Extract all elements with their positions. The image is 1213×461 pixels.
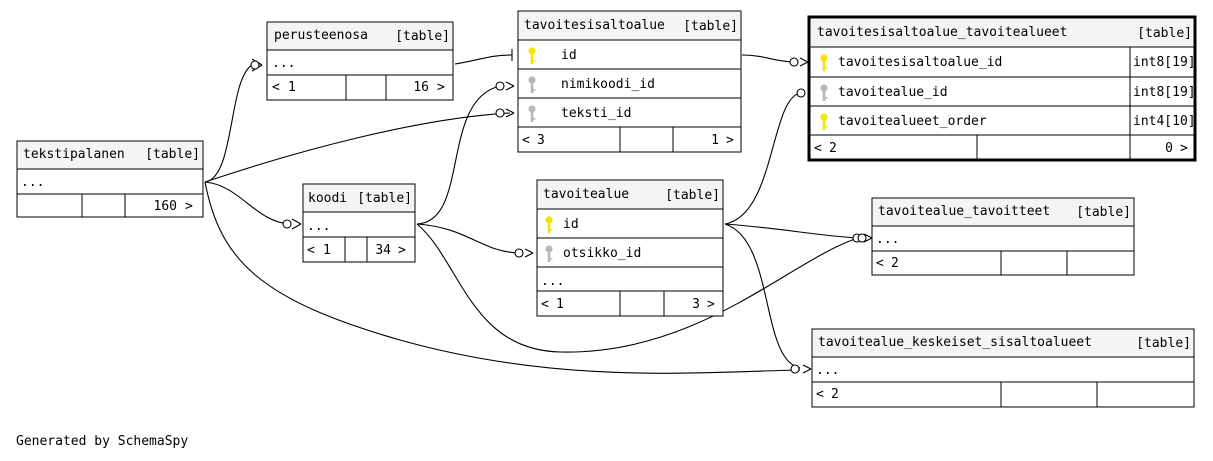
- optional-marker-tst-2: [796, 88, 806, 98]
- pager-prev[interactable]: <: [816, 387, 824, 402]
- pager-next[interactable]: >: [707, 297, 715, 312]
- table-tekstipalanen[interactable]: tekstipalanen [table] ... 160 >: [16, 140, 204, 218]
- row-count: 0: [1165, 141, 1173, 156]
- column-name: id: [563, 217, 579, 232]
- table-name: perusteenosa: [274, 28, 368, 43]
- pager-prev[interactable]: <: [814, 141, 822, 156]
- optional-marker-koodi: [282, 219, 292, 229]
- column-count: 2: [831, 387, 839, 402]
- row-count: 3: [692, 297, 700, 312]
- column-count: 2: [829, 141, 837, 156]
- table-tag: [table]: [1076, 205, 1131, 220]
- table-name: koodi: [308, 191, 347, 206]
- column-count: 1: [288, 80, 296, 95]
- table-tag: [table]: [1136, 336, 1191, 351]
- table-tag: [table]: [683, 19, 738, 34]
- optional-marker-keskeiset: [790, 364, 800, 374]
- column-type: int4[10]: [1133, 114, 1196, 129]
- edge-tavoitealue-tavoitteet: [724, 223, 859, 239]
- table-tavoitealue[interactable]: tavoitealue [table] id otsikko_id ... < …: [536, 179, 724, 317]
- column-name: teksti_id: [561, 106, 631, 121]
- table-tag: [table]: [357, 191, 412, 206]
- pager-prev[interactable]: <: [876, 256, 884, 271]
- column-name: ...: [21, 175, 44, 190]
- column-name: tavoitealueet_order: [838, 114, 987, 129]
- generated-by-footer: Generated by SchemaSpy: [16, 434, 189, 449]
- pager-prev[interactable]: <: [522, 133, 530, 148]
- table-tavoitesisaltoalue-tavoitealueet[interactable]: tavoitesisaltoalue_tavoitealueet [table]…: [807, 15, 1197, 162]
- row-count: 160: [154, 199, 177, 214]
- optional-marker-teksti: [495, 108, 505, 118]
- edge-perusteenosa-tavoitesisaltoalue: [454, 54, 513, 65]
- table-name: tavoitesisaltoalue: [524, 18, 665, 33]
- pager-prev[interactable]: <: [272, 80, 280, 95]
- table-name: tavoitealue_keskeiset_sisaltoalueet: [818, 335, 1092, 350]
- column-name: tavoitealue_id: [838, 85, 948, 100]
- table-tavoitesisaltoalue[interactable]: tavoitesisaltoalue [table] id nimikoodi_…: [517, 10, 742, 153]
- column-count: 1: [556, 297, 564, 312]
- table-name: tavoitealue: [543, 187, 629, 202]
- column-name: ...: [876, 232, 899, 247]
- column-count: 3: [537, 133, 545, 148]
- edge-koodi-tavoitteet: [416, 223, 859, 353]
- column-name: ...: [272, 56, 295, 71]
- column-count: 2: [891, 256, 899, 271]
- column-type: int8[19]: [1133, 55, 1196, 70]
- column-name: tavoitesisaltoalue_id: [838, 55, 1002, 70]
- edge-tekstipalanen-perusteenosa: [204, 64, 253, 183]
- pager-next[interactable]: >: [1180, 141, 1188, 156]
- pager-next[interactable]: >: [185, 199, 193, 214]
- column-name: ...: [816, 363, 839, 378]
- table-name: tavoitesisaltoalue_tavoitealueet: [817, 25, 1067, 40]
- table-tag: [table]: [665, 188, 720, 203]
- edge-tekstipalanen-teksti: [204, 112, 511, 183]
- edge-tekstipalanen-koodi: [204, 181, 291, 225]
- row-count: 34: [375, 243, 391, 258]
- column-name: ...: [541, 274, 564, 289]
- pager-next[interactable]: >: [437, 80, 445, 95]
- table-tavoitealue-tavoitteet[interactable]: tavoitealue_tavoitteet [table] ... < 2: [871, 197, 1135, 276]
- table-name: tekstipalanen: [23, 147, 125, 162]
- table-tavoitealue-keskeiset-sisaltoalueet[interactable]: tavoitealue_keskeiset_sisaltoalueet [tab…: [811, 328, 1195, 408]
- optional-marker-perusteenosa: [250, 60, 260, 70]
- edge-koodi-otsikko: [416, 223, 521, 254]
- pager-prev[interactable]: <: [541, 297, 549, 312]
- optional-marker-tst-1: [789, 57, 799, 67]
- table-koodi[interactable]: koodi [table] ... < 1 34 >: [302, 183, 416, 263]
- pager-prev[interactable]: <: [307, 243, 315, 258]
- edge-tavoitesisaltoalue-link: [741, 54, 796, 63]
- edge-koodi-nimikoodi: [416, 85, 501, 225]
- pager-next[interactable]: >: [726, 133, 734, 148]
- row-count: 16: [413, 80, 429, 95]
- pager-next[interactable]: >: [398, 243, 406, 258]
- edge-tavoitealue-link: [724, 92, 801, 225]
- optional-marker-nimikoodi: [495, 81, 505, 91]
- optional-marker-otsikko: [514, 248, 524, 258]
- table-tag: [table]: [145, 147, 200, 162]
- column-type: int8[19]: [1133, 85, 1196, 100]
- table-name: tavoitealue_tavoitteet: [878, 204, 1050, 219]
- column-name: otsikko_id: [563, 246, 641, 261]
- table-perusteenosa[interactable]: perusteenosa [table] ... < 1 16 >: [266, 21, 454, 101]
- column-name: nimikoodi_id: [561, 77, 655, 92]
- relationship-edges: [204, 49, 873, 374]
- table-tag: [table]: [1137, 26, 1192, 41]
- column-name: ...: [307, 219, 330, 234]
- edge-tavoitealue-keskeiset: [724, 223, 801, 369]
- table-tag: [table]: [395, 29, 450, 44]
- edge-tekstipalanen-keskeiset: [204, 181, 801, 374]
- column-count: 1: [323, 243, 331, 258]
- row-count: 1: [711, 133, 719, 148]
- column-name: id: [561, 48, 577, 63]
